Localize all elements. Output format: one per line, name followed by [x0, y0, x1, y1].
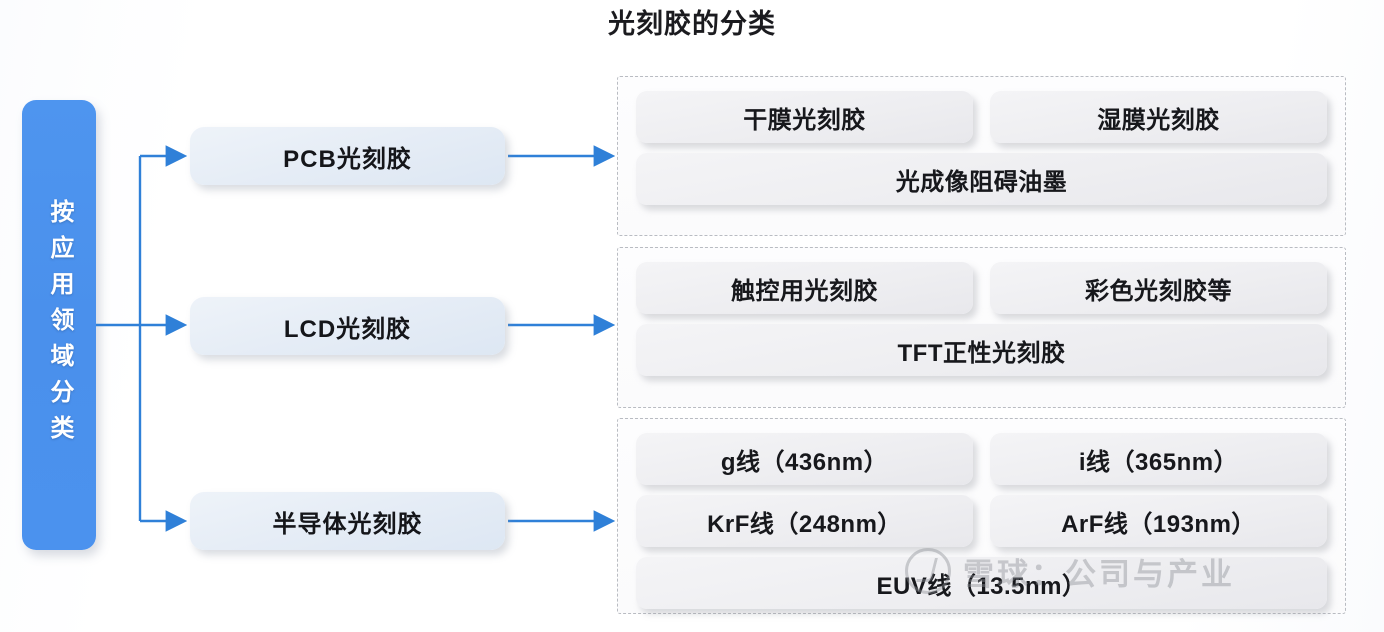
category-label: LCD光刻胶	[283, 315, 412, 343]
item-row: 触控用光刻胶 彩色光刻胶等	[636, 262, 1327, 314]
list-item[interactable]: EUV线（13.5nm）	[636, 557, 1327, 609]
group-lcd-items: 触控用光刻胶 彩色光刻胶等 TFT正性光刻胶	[617, 247, 1346, 408]
list-item[interactable]: g线（436nm）	[636, 433, 973, 485]
list-item[interactable]: ArF线（193nm）	[990, 495, 1327, 547]
category-label: 半导体光刻胶	[272, 510, 423, 538]
category-box-semiconductor[interactable]: 半导体光刻胶	[190, 492, 505, 550]
list-item[interactable]: 触控用光刻胶	[636, 262, 973, 314]
group-pcb-items: 干膜光刻胶 湿膜光刻胶 光成像阻碍油墨	[617, 76, 1346, 236]
list-item[interactable]: 湿膜光刻胶	[990, 91, 1327, 143]
group-semiconductor-items: g线（436nm） i线（365nm） KrF线（248nm） ArF线（193…	[617, 418, 1346, 614]
item-row: g线（436nm） i线（365nm）	[636, 433, 1327, 485]
category-box-pcb[interactable]: PCB光刻胶	[190, 127, 505, 185]
page-title: 光刻胶的分类	[608, 9, 776, 39]
list-item[interactable]: KrF线（248nm）	[636, 495, 973, 547]
category-box-lcd[interactable]: LCD光刻胶	[190, 297, 505, 355]
category-label: PCB光刻胶	[283, 145, 412, 173]
list-item[interactable]: TFT正性光刻胶	[636, 324, 1327, 376]
item-row: TFT正性光刻胶	[636, 324, 1327, 376]
item-row: 干膜光刻胶 湿膜光刻胶	[636, 91, 1327, 143]
list-item[interactable]: i线（365nm）	[990, 433, 1327, 485]
item-row: EUV线（13.5nm）	[636, 557, 1327, 609]
list-item[interactable]: 光成像阻碍油墨	[636, 153, 1327, 205]
root-category-label: 按应用领域分类	[46, 199, 73, 451]
root-category-box: 按应用领域分类	[22, 100, 96, 550]
list-item[interactable]: 彩色光刻胶等	[990, 262, 1327, 314]
item-row: KrF线（248nm） ArF线（193nm）	[636, 495, 1327, 547]
list-item[interactable]: 干膜光刻胶	[636, 91, 973, 143]
item-row: 光成像阻碍油墨	[636, 153, 1327, 205]
